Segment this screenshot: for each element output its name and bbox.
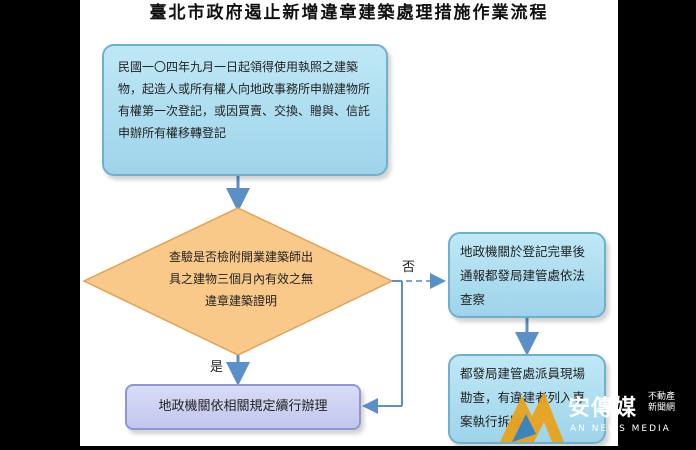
continue-step-box: 地政機關依相關規定續行辦理 — [125, 384, 361, 430]
media-logo-icon — [500, 392, 564, 442]
logo-name: 安傳媒 — [568, 396, 638, 421]
page-title: 臺北市政府遏止新增違章建築處理措施作業流程 — [149, 3, 549, 23]
flowchart-connectors — [82, 176, 539, 414]
logo-tagline: AN NEWS MEDIA — [570, 424, 671, 434]
decision-text: 查驗是否檢附開業建築師出具之建物三個月內有效之無違章建築證明 — [168, 250, 313, 308]
start-step-box: 民國一〇四年九月一日起領得使用執照之建築物，起造人或所有權人向地政事務所申辦建物… — [102, 44, 388, 176]
logo-tag: 不動產新聞網 — [648, 392, 676, 413]
flowchart-page: 臺北市政府遏止新增違章建築處理措施作業流程 民國一〇四年九月一日起領得使用執照之… — [80, 0, 618, 446]
label-no: 否 — [402, 260, 416, 275]
label-yes: 是 — [210, 360, 224, 375]
media-watermark: 安傳媒 不動產新聞網 AN NEWS MEDIA — [492, 384, 696, 446]
notify-step-box: 地政機關於登記完畢後通報都發局建管處依法查察 — [448, 232, 606, 318]
